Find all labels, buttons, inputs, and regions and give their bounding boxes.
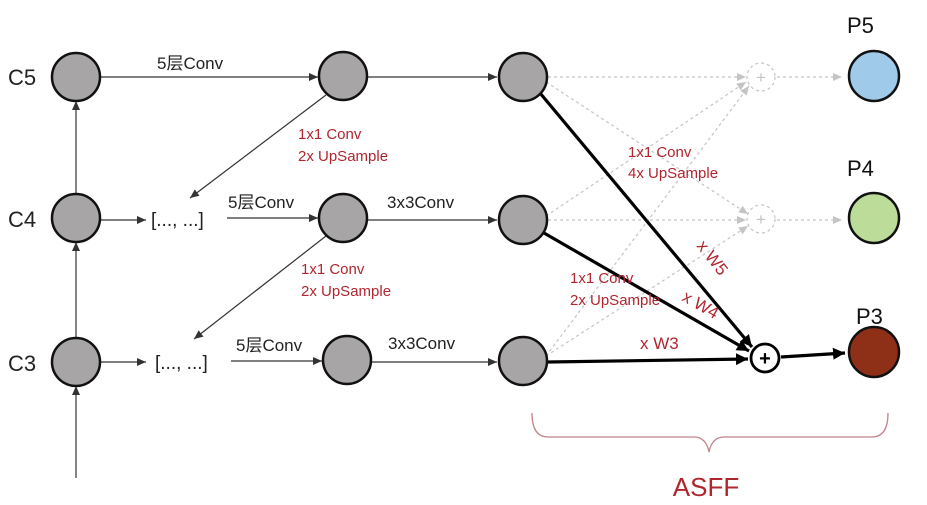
label-conv3-mid: 3x3Conv [387,193,455,212]
label-upsample2-line1: 1x1 Conv [301,261,365,278]
asff-dashed-connections [545,73,842,357]
node-asff-bot [497,335,549,387]
fusion-node-p3-plus: + [759,348,771,370]
weighted-arrow-w5 [538,91,754,349]
label-weight-w4: x W4 [679,287,722,323]
label-weight-w3: x W3 [640,334,679,353]
label-p5: P5 [847,13,874,38]
label-upsample1-line2: 2x UpSample [298,148,388,165]
label-asff: ASFF [673,472,739,502]
label-concat-mid: [..., ...] [151,210,204,231]
node-top-conv [317,50,369,102]
weighted-arrow-w4 [543,231,750,353]
upsample-arrow-mid [193,235,327,340]
weighted-arrow-w3 [547,353,749,366]
node-p3 [847,325,901,379]
node-asff-mid [497,194,549,246]
node-mid-conv [317,192,369,244]
upsample-arrow-top [189,94,327,199]
label-asff-up2-line2: 2x UpSample [570,292,660,309]
fusion-node-p5 [746,62,776,92]
node-c3 [50,336,102,388]
arrow-fusion-to-p3 [780,347,846,360]
label-conv5-mid: 5层Conv [228,193,295,212]
label-concat-bot: [..., ...] [155,353,208,374]
label-p4: P4 [847,156,874,181]
node-p5 [847,49,901,103]
fusion-node-p3 [749,342,781,374]
label-conv3-bot: 3x3Conv [388,334,456,353]
fusion-node-p5-plus: + [756,68,766,87]
label-c3: C3 [8,351,36,376]
fusion-node-p4 [746,204,776,234]
node-asff-top [497,51,549,103]
fusion-node-p4-plus: + [756,210,766,229]
node-p4 [847,191,901,245]
node-c4 [50,192,102,244]
node-c5 [50,51,102,103]
label-conv5-bot: 5层Conv [236,336,303,355]
label-c4: C4 [8,207,36,232]
label-p3: P3 [856,304,883,329]
label-conv5-top: 5层Conv [157,54,224,73]
label-asff-up2-line1: 1x1 Conv [570,270,634,287]
asff-brace [531,412,889,453]
label-upsample2-line2: 2x UpSample [301,283,391,300]
node-bot-conv [321,334,373,386]
label-asff-up4-line1: 1x1 Conv [628,144,692,161]
label-upsample1-line1: 1x1 Conv [298,126,362,143]
label-asff-up4-line2: 4x UpSample [628,165,718,182]
label-c5: C5 [8,65,36,90]
